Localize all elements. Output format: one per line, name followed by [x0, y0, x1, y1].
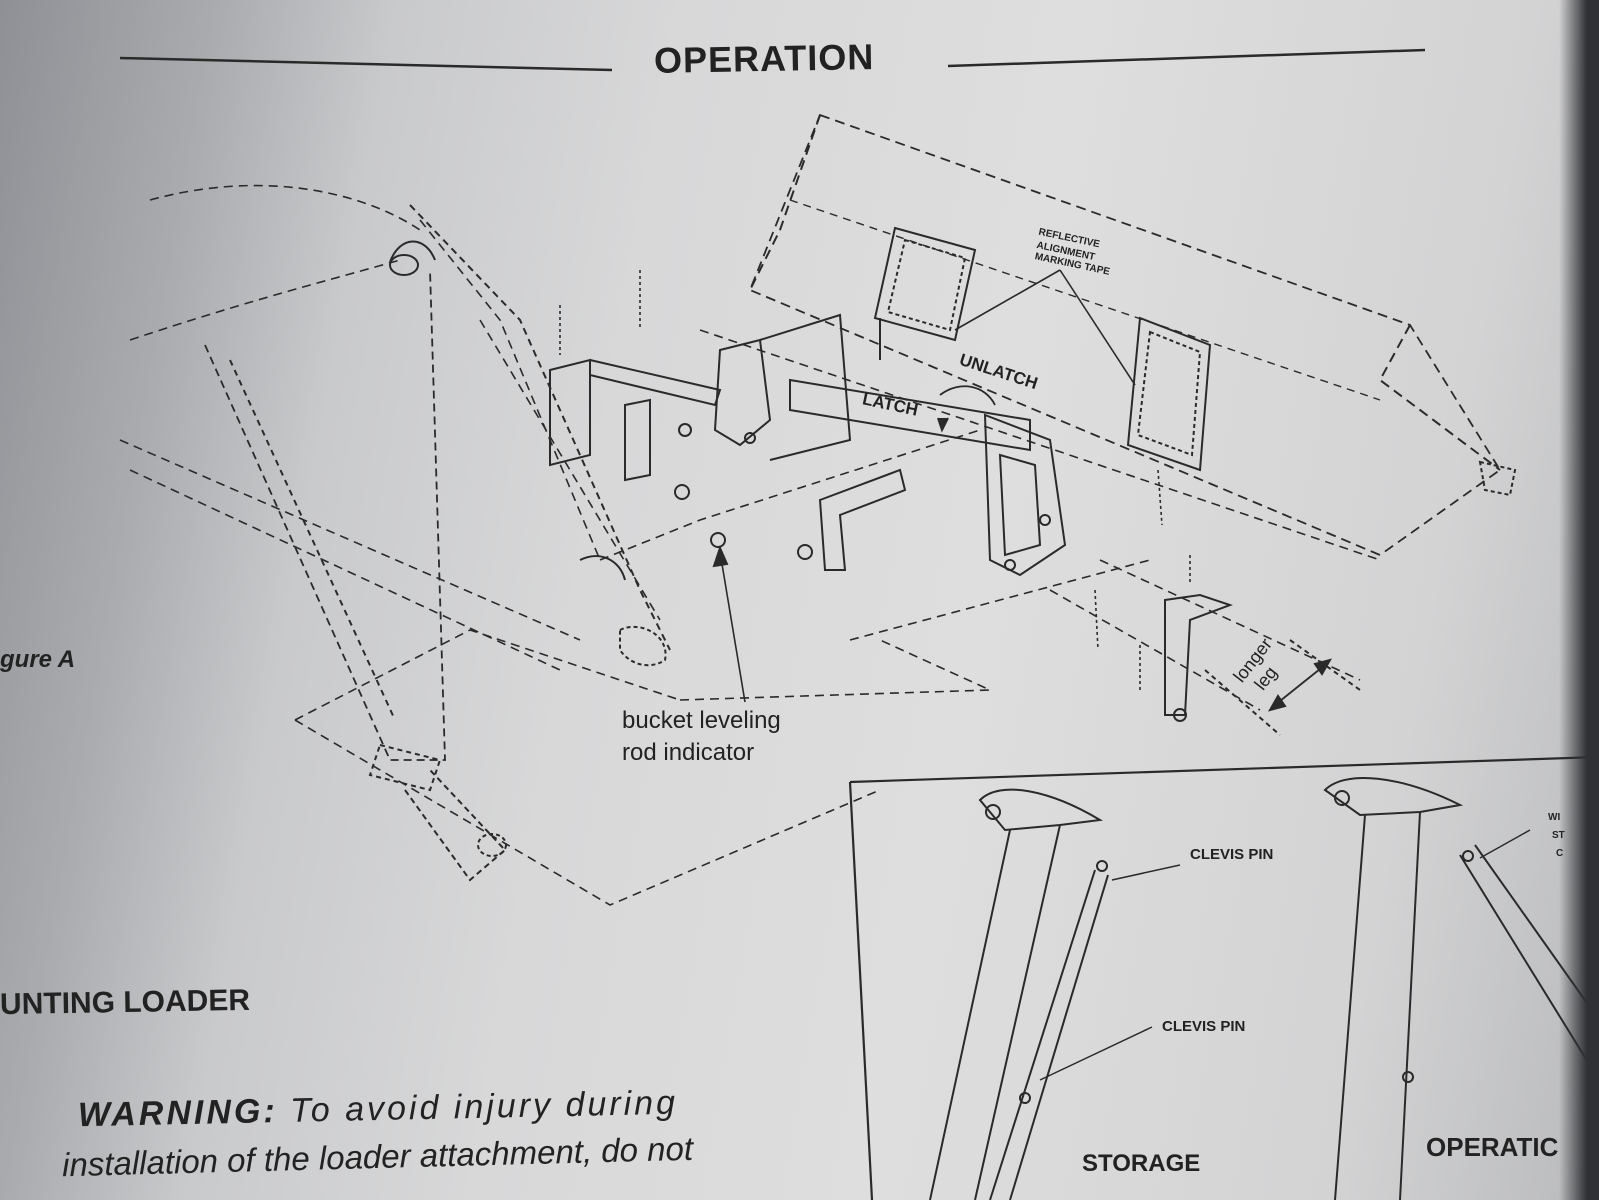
bucket-outline	[748, 113, 1517, 557]
warning-label: WARNING:	[77, 1092, 279, 1135]
section-heading: UNTING LOADER	[0, 983, 251, 1022]
figure-label: gure A	[0, 646, 76, 673]
header-rule-left	[119, 56, 613, 72]
tape-frame-left	[873, 226, 977, 360]
page-title: OPERATION	[653, 36, 875, 81]
tape-frame-right	[1126, 316, 1212, 472]
inset-box	[848, 755, 1599, 1200]
cut-text-1: WI	[1548, 812, 1561, 823]
clevis-pin-label-top: CLEVIS PIN	[1190, 846, 1274, 863]
bucket-indicator-label-1: bucket leveling	[622, 707, 781, 734]
loader-frame-dashed	[119, 184, 1381, 906]
cut-text-2: ST	[1552, 830, 1565, 841]
inset-storage-arm	[929, 788, 1181, 1200]
clevis-pin-label-bottom: CLEVIS PIN	[1162, 1018, 1246, 1035]
pins	[559, 270, 1191, 690]
warning-text-1: To avoid injury during	[277, 1083, 679, 1131]
loader-arm	[204, 204, 671, 882]
bucket-indicator-label-2: rod indicator	[622, 739, 755, 766]
header-rule-right	[947, 48, 1426, 68]
storage-label: STORAGE	[1082, 1150, 1201, 1177]
operation-label: OPERATIC	[1426, 1132, 1559, 1162]
background-edge	[1559, 0, 1599, 1200]
quick-attach-assembly	[549, 313, 1233, 722]
